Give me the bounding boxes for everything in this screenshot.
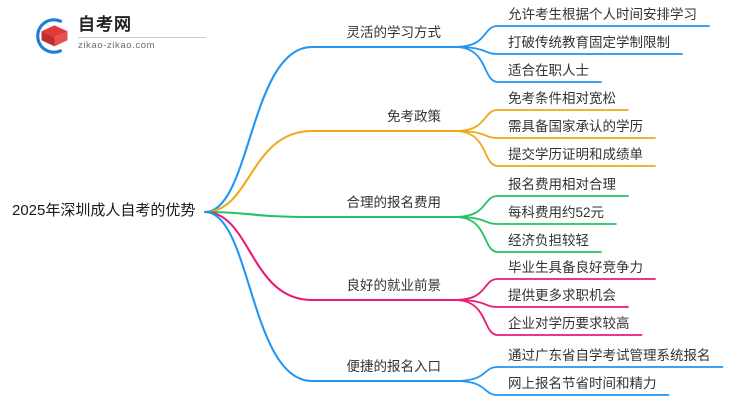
logo-divider xyxy=(78,37,206,38)
leaf-label-2-2[interactable]: 需具备国家承认的学历 xyxy=(508,119,643,134)
leaf-connector xyxy=(454,380,670,396)
leaf-connector xyxy=(454,109,629,132)
branch-label-4[interactable]: 良好的就业前景 xyxy=(346,278,442,293)
logo-text: 自考网 zikao-zikao.com xyxy=(78,14,210,53)
branch-connector xyxy=(203,210,457,383)
leaf-label-1-3[interactable]: 适合在职人士 xyxy=(508,63,589,78)
leaf-connector xyxy=(454,130,656,167)
leaf-label-1-2[interactable]: 打破传统教育固定学制限制 xyxy=(508,35,670,50)
branch-connector xyxy=(203,210,457,302)
leaf-connector xyxy=(454,278,656,301)
branch-connector xyxy=(203,210,457,219)
leaf-label-5-2[interactable]: 网上报名节省时间和精力 xyxy=(508,376,657,391)
branch-label-5[interactable]: 便捷的报名入口 xyxy=(346,359,442,374)
branch-label-3[interactable]: 合理的报名费用 xyxy=(346,195,442,210)
leaf-label-3-2[interactable]: 每科费用约52元 xyxy=(508,205,605,220)
leaf-label-5-1[interactable]: 通过广东省自学考试管理系统报名 xyxy=(508,348,711,363)
leaf-connector xyxy=(454,216,602,253)
leaf-label-4-2[interactable]: 提供更多求职机会 xyxy=(508,288,616,303)
logo-title: 自考网 xyxy=(78,15,132,34)
leaf-label-2-3[interactable]: 提交学历证明和成绩单 xyxy=(508,147,643,162)
leaf-connector xyxy=(454,366,724,382)
leaf-label-3-1[interactable]: 报名费用相对合理 xyxy=(508,177,616,192)
leaf-connector xyxy=(454,46,602,83)
leaf-label-4-3[interactable]: 企业对学历要求较高 xyxy=(508,316,630,331)
site-logo: 自考网 zikao-zikao.com xyxy=(30,14,210,58)
leaf-connector xyxy=(454,299,643,336)
branch-connector xyxy=(203,129,457,214)
branch-label-1[interactable]: 灵活的学习方式 xyxy=(346,25,442,40)
graduation-cap-logo-icon xyxy=(30,15,72,57)
leaf-label-3-3[interactable]: 经济负担较轻 xyxy=(508,233,589,248)
leaf-connector xyxy=(454,195,629,218)
leaf-label-4-1[interactable]: 毕业生具备良好竞争力 xyxy=(508,260,643,275)
branch-label-2[interactable]: 免考政策 xyxy=(387,109,441,124)
root-label[interactable]: 2025年深圳成人自考的优势 xyxy=(12,202,196,219)
leaf-label-2-1[interactable]: 免考条件相对宽松 xyxy=(508,91,616,106)
logo-subtitle: zikao-zikao.com xyxy=(78,40,156,51)
leaf-label-1-1[interactable]: 允许考生根据个人时间安排学习 xyxy=(508,7,697,22)
branch-connector xyxy=(203,45,457,214)
leaf-connector xyxy=(454,25,710,48)
